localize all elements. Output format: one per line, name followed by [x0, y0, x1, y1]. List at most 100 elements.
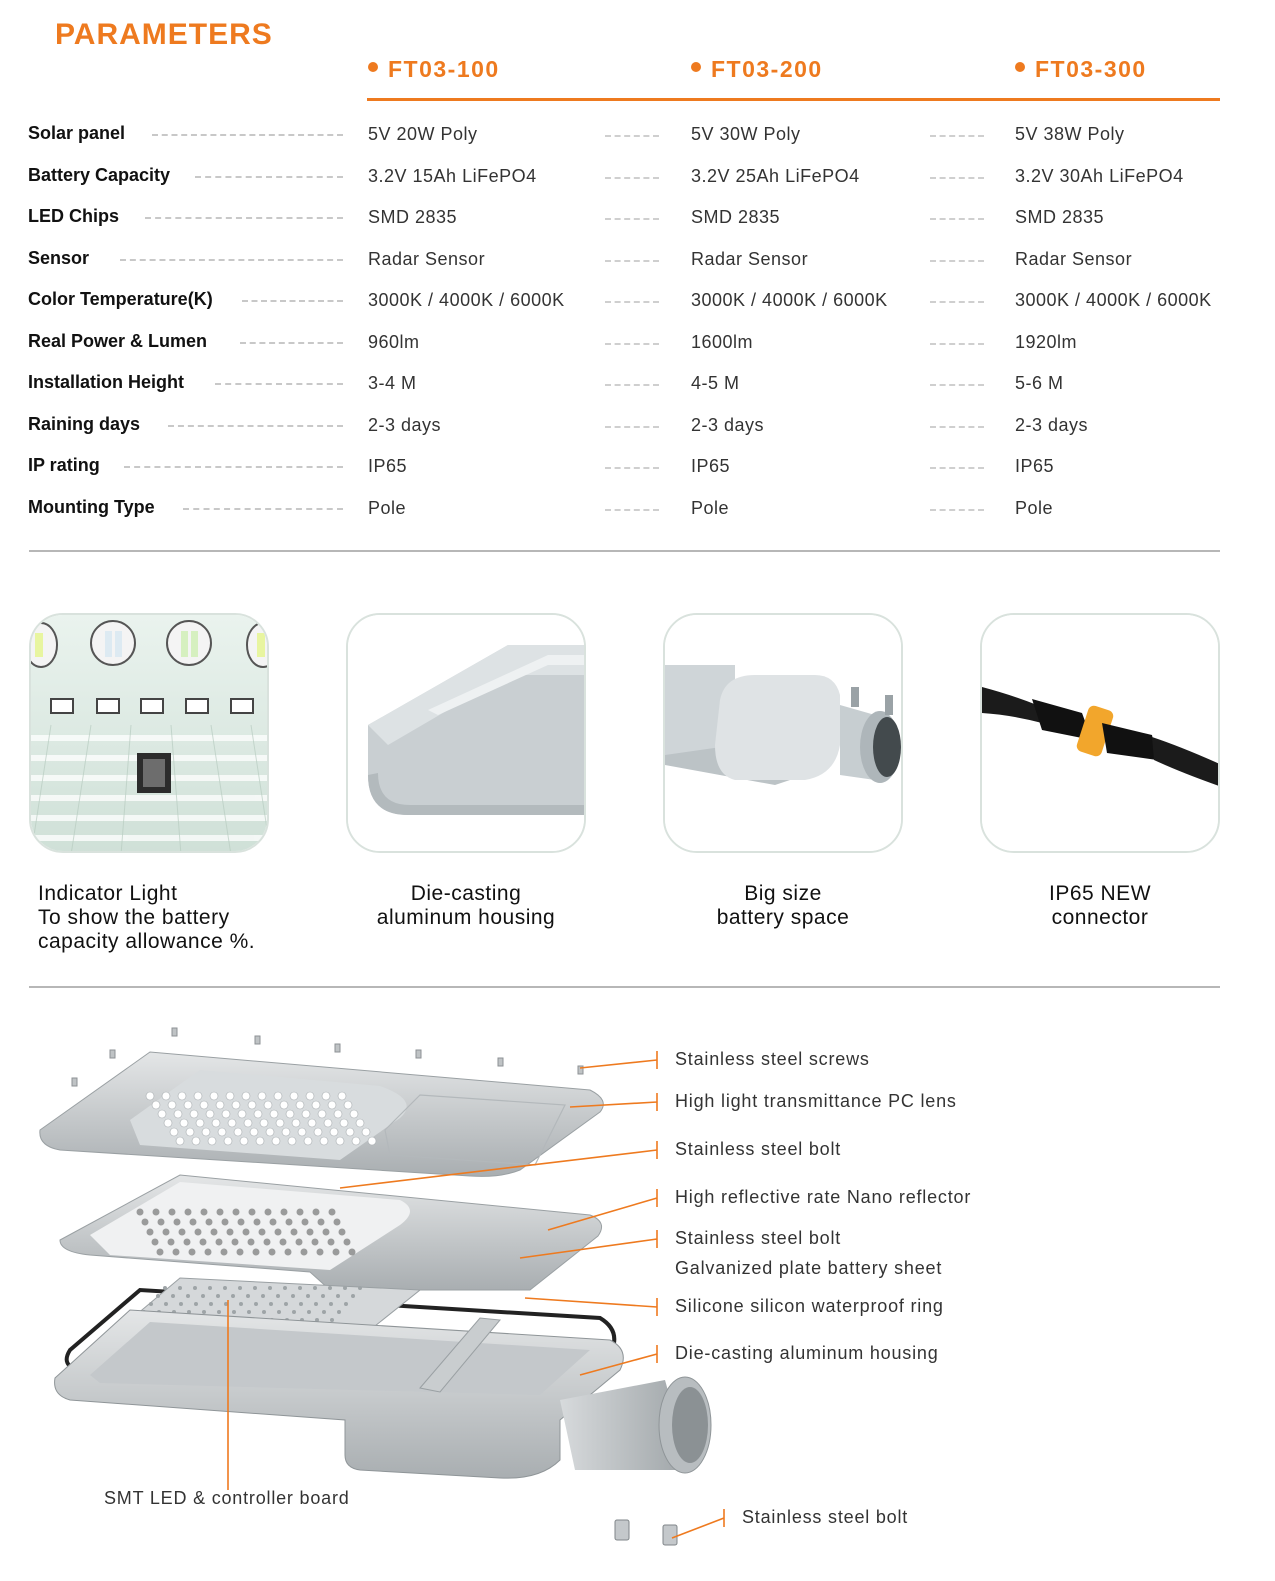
spec-row: Solar panel 5V 20W Poly 5V 30W Poly 5V 38W …: [0, 123, 1275, 153]
dotted-leader: [195, 175, 343, 178]
spec-label: Real Power & Lumen: [28, 330, 220, 352]
dotted-separator: [605, 135, 659, 137]
dotted-leader: [120, 258, 343, 261]
caption-line: Indicator Light: [38, 882, 178, 905]
spec-value: 5V 38W Poly: [1015, 124, 1125, 144]
dotted-separator: [605, 384, 659, 386]
feature-caption-housing: Die-casting aluminum housing: [346, 882, 586, 930]
spec-row: Color Temperature(K)3000K / 4000K / 6000…: [0, 289, 1275, 319]
leader-line: [547, 1189, 658, 1231]
feature-caption-connector: IP65 NEW connector: [980, 882, 1220, 930]
spec-label: Sensor: [28, 247, 102, 269]
spec-value: SMD 2835: [1015, 207, 1105, 227]
part-label: Galvanized plate battery sheet: [675, 1258, 943, 1278]
spec-value: Pole: [368, 497, 407, 518]
spec-value: 1920lm: [1015, 331, 1078, 352]
spec-value: SMD 2835: [691, 207, 781, 227]
dotted-separator: [930, 176, 984, 179]
indicator-light-icon: [31, 615, 267, 851]
feature-image-battery-space: [663, 613, 903, 853]
part-label: Stainless steel bolt: [742, 1507, 909, 1527]
spec-label: LED Chips: [28, 206, 132, 227]
exploded-view-diagram: [39, 1027, 725, 1546]
spec-value: 3000K / 4000K / 6000K: [1015, 290, 1212, 310]
spec-value: 1600lm: [691, 331, 754, 352]
caption-line: To show the battery: [38, 906, 230, 929]
spec-label: IP rating: [28, 455, 112, 476]
dotted-leader: [183, 507, 343, 510]
model-header-2: FT03-200: [691, 56, 823, 83]
part-label: Silicone silicon waterproof ring: [675, 1296, 944, 1316]
spec-value: 960lm: [368, 331, 420, 352]
dotted-leader: [145, 217, 343, 219]
header-rule: [367, 98, 1220, 101]
spec-value: Radar Sensor: [368, 248, 486, 269]
dotted-separator: [605, 301, 659, 303]
leader-line: [671, 1509, 725, 1539]
dotted-separator: [930, 425, 984, 428]
leader-line: [519, 1230, 658, 1259]
leader-line: [339, 1141, 658, 1189]
bullet-icon: [368, 61, 378, 72]
spec-value: SMD 2835: [368, 207, 458, 227]
screws-group: [71, 1027, 584, 1087]
leader-line: [569, 1093, 658, 1111]
section-divider: [29, 550, 1220, 552]
feature-caption-battery-space: Big size battery space: [663, 882, 903, 930]
dotted-leader: [124, 466, 343, 468]
feature-image-indicator: [29, 613, 269, 853]
model-name: FT03-100: [388, 56, 500, 82]
leader-line: [579, 1051, 658, 1069]
spec-row: Mounting Type Pole Pole Pole: [0, 496, 1275, 527]
spec-value: 3000K / 4000K / 6000K: [691, 290, 888, 310]
model-header-3: FT03-300: [1015, 56, 1147, 83]
spec-value: Pole: [1015, 497, 1054, 518]
spec-value: 2-3 days: [368, 414, 442, 435]
spec-row: LED Chips SMD 2835 SMD 2835 SMD 2835: [0, 206, 1275, 236]
dotted-separator: [930, 259, 984, 262]
spec-value: Pole: [691, 497, 730, 518]
dotted-leader: [215, 383, 343, 385]
part-label: Stainless steel screws: [675, 1049, 870, 1069]
dotted-separator: [930, 342, 984, 345]
page-title: PARAMETERS: [55, 18, 273, 51]
dotted-separator: [605, 259, 659, 262]
part-label: SMT LED & controller board: [104, 1488, 350, 1508]
model-header-1: FT03-100: [368, 56, 500, 83]
bullet-icon: [1015, 61, 1025, 72]
caption-line: Big size: [744, 882, 822, 905]
dotted-separator: [930, 467, 984, 469]
spec-label: Solar panel: [28, 123, 138, 144]
leader-line: [579, 1345, 658, 1376]
part-label: High reflective rate Nano reflector: [675, 1187, 972, 1207]
part-label: Die-casting aluminum housing: [675, 1343, 939, 1363]
spec-label: Battery Capacity: [28, 164, 183, 186]
dotted-separator: [930, 135, 984, 137]
spec-label: Mounting Type: [28, 496, 167, 518]
leader-line: [524, 1297, 658, 1316]
part-label: High light transmittance PC lens: [675, 1091, 957, 1111]
section-divider: [29, 986, 1220, 988]
feature-image-connector: [980, 613, 1220, 853]
dotted-leader: [152, 134, 343, 136]
connector-icon: [982, 615, 1218, 851]
spec-value: Radar Sensor: [691, 248, 809, 269]
spec-value: 3.2V 25Ah LiFePO4: [691, 165, 860, 186]
caption-line: connector: [1051, 906, 1149, 929]
dotted-leader: [242, 300, 343, 302]
caption-line: IP65 NEW: [1048, 882, 1152, 905]
spec-value: 5V 30W Poly: [691, 124, 801, 144]
spec-value: 5V 20W Poly: [368, 124, 478, 144]
spec-label: Installation Height: [28, 372, 197, 393]
spec-value: 2-3 days: [691, 414, 765, 435]
dotted-separator: [605, 467, 659, 469]
bullet-icon: [691, 61, 701, 72]
spec-value: 4-5 M: [691, 373, 740, 393]
dotted-leader: [168, 424, 343, 427]
spec-row: Real Power & Lumen 960lm 1600lm 1920lm: [0, 330, 1275, 361]
battery-space-icon: [665, 615, 901, 851]
dotted-separator: [930, 218, 984, 220]
